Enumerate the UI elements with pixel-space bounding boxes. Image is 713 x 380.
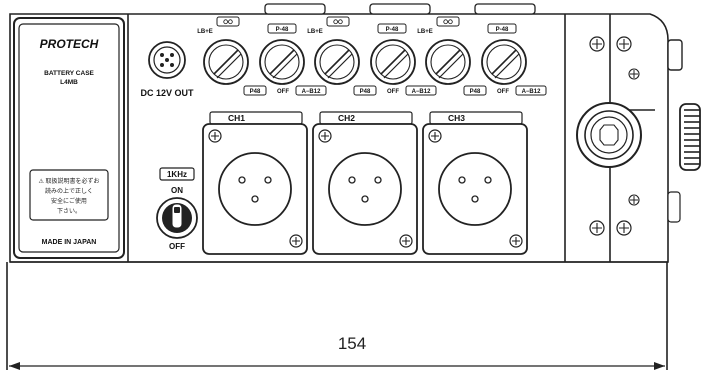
switch-top-tag: P-48 [377, 23, 407, 34]
phantom-switch [314, 39, 360, 85]
xlr-pin [264, 176, 272, 184]
switch-bottom-tag: A−B12 [405, 85, 437, 96]
switch-bottom-tag: OFF [277, 89, 289, 95]
warning-line-2: 読みの上で正しく [45, 187, 93, 195]
switch-bottom-tag: A−B12 [515, 85, 547, 96]
xlr-pin [251, 195, 259, 203]
channel-3: CH3 [422, 111, 528, 255]
xlr-pin [238, 176, 246, 184]
outer-housing [6, 13, 669, 370]
battery-case-label: BATTERY CASE [44, 70, 94, 77]
warning-line-4: 下さい。 [57, 208, 81, 215]
top-tabs [264, 3, 536, 15]
knob-icon [679, 103, 701, 171]
switch-top-label: P-48 [386, 27, 399, 33]
dc-out-connector: DC 12V OUT [140, 41, 194, 98]
switch-bottom-tag: P48 [243, 85, 267, 96]
tone-off-label: OFF [169, 242, 185, 251]
switch-top-label: P-48 [496, 27, 509, 33]
channel-connectors: CH1 CH2 CH3 [202, 111, 528, 255]
switch-bottom-tag: A−B12 [295, 85, 327, 96]
arrow-right-icon [654, 362, 665, 370]
model-label: L4MB [60, 79, 78, 86]
switch-bottom-label: OFF [497, 89, 509, 95]
switch-top-tag: ⭘⭘ [436, 16, 460, 27]
arrow-left-icon [9, 362, 20, 370]
switch-bottom-label: A−B12 [412, 89, 432, 95]
switch-top-tag: P-48 [487, 23, 517, 34]
phantom-switch [425, 39, 471, 85]
dimension-line: 154 [9, 334, 665, 370]
xlr-pin [471, 195, 479, 203]
phantom-switch [481, 39, 527, 85]
xlr-pin [361, 195, 369, 203]
switch-bottom-tag: OFF [497, 89, 509, 95]
warning-line-3: 安全にご使用 [51, 197, 87, 205]
brand-label: PROTECH [40, 37, 99, 51]
xlr-pin [374, 176, 382, 184]
switch-top-tag: ⭘⭘ [326, 16, 350, 27]
switch-top-tag: ⭘⭘ [216, 16, 240, 27]
dc-out-label: DC 12V OUT [140, 88, 194, 98]
tone-switch: 1KHz ON OFF [156, 167, 198, 251]
channel-1: CH1 [202, 111, 308, 255]
right-panel [576, 36, 642, 236]
switch-top-label: ⭘⭘ [223, 19, 233, 26]
switch-top-label: P-48 [276, 27, 289, 33]
switch-bottom-tag: P48 [353, 85, 377, 96]
round-connector-icon [576, 102, 642, 168]
switch-bottom-label: OFF [277, 89, 289, 95]
switch-top-label: LB+E [417, 29, 433, 35]
switch-top-label: LB+E [307, 29, 323, 35]
switch-bottom-label: A−B12 [302, 89, 322, 95]
switch-top-label: LB+E [197, 29, 213, 35]
switch-top-label: ⭘⭘ [443, 19, 453, 26]
warning-line-1: ⚠ 取扱説明書を必ずお [38, 177, 99, 185]
channel-1-label: CH1 [228, 113, 245, 123]
battery-case-panel: PROTECH BATTERY CASE L4MB ⚠ 取扱説明書を必ずお 読み… [13, 17, 125, 259]
switch-bottom-label: A−B12 [522, 89, 542, 95]
switch-bottom-tag: P48 [463, 85, 487, 96]
channel-2-label: CH2 [338, 113, 355, 123]
switch-bottom-label: OFF [387, 89, 399, 95]
switch-bottom-label: P48 [470, 89, 481, 95]
xlr-pin [484, 176, 492, 184]
switch-top-label: ⭘⭘ [333, 19, 343, 26]
phantom-switch [370, 39, 416, 85]
tone-on-label: ON [171, 186, 183, 195]
switch-bottom-label: P48 [250, 89, 261, 95]
switch-top-tag: LB+E [307, 29, 323, 35]
channel-2: CH2 [312, 111, 418, 255]
dimension-value: 154 [338, 334, 366, 353]
made-in-label: MADE IN JAPAN [42, 239, 97, 246]
switch-bottom-label: P48 [360, 89, 371, 95]
xlr-pin [348, 176, 356, 184]
tone-label: 1KHz [167, 170, 187, 179]
phantom-switch [203, 39, 249, 85]
switch-top-tag: LB+E [417, 29, 433, 35]
side-knob [667, 39, 701, 223]
switch-top-tag: LB+E [197, 29, 213, 35]
switch-bottom-tag: OFF [387, 89, 399, 95]
channel-3-label: CH3 [448, 113, 465, 123]
switch-top-tag: P-48 [267, 23, 297, 34]
phantom-switch [259, 39, 305, 85]
xlr-pin [458, 176, 466, 184]
